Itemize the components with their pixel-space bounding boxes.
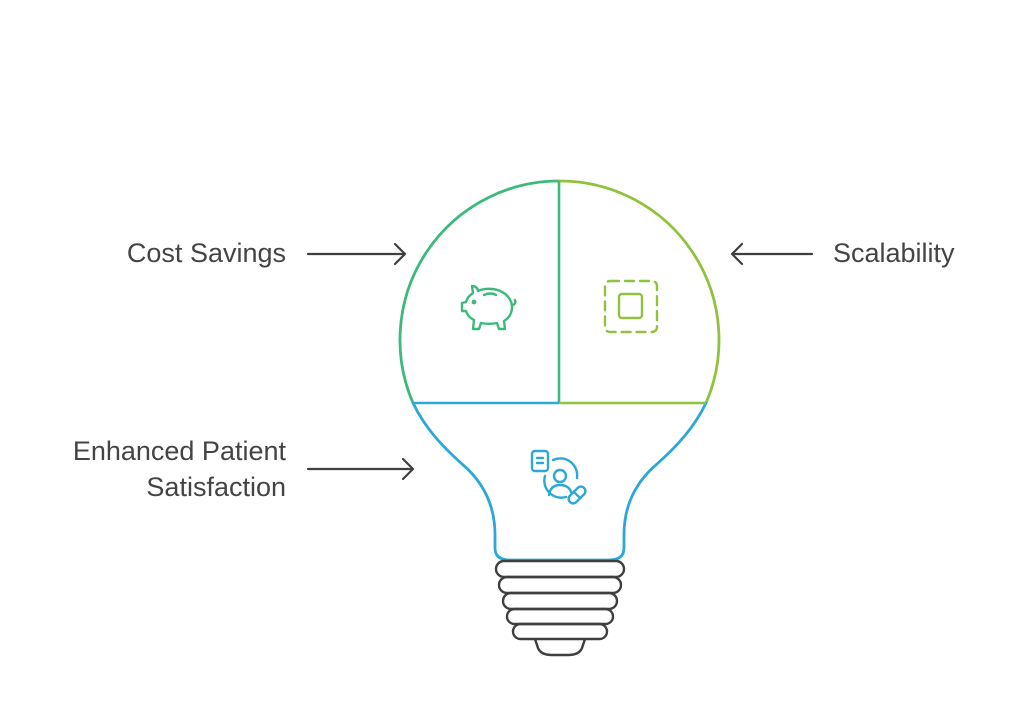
patient-satisfaction-label-line1: Enhanced Patient <box>72 436 286 466</box>
cost-savings-arrow <box>306 242 407 266</box>
cost-savings-label: Cost Savings <box>126 238 286 268</box>
patient-satisfaction-label: Enhanced Patient Satisfaction <box>73 433 286 505</box>
patient-satisfaction-arrow <box>306 457 415 481</box>
piggy-bank-icon <box>460 284 517 331</box>
patient-care-icon <box>530 449 587 505</box>
cost-savings-segment <box>398 179 561 405</box>
scalability-label: Scalability <box>833 238 955 268</box>
scale-frame-icon <box>603 279 659 334</box>
bulb-base <box>494 559 626 657</box>
patient-satisfaction-label-line2: Satisfaction <box>146 472 286 502</box>
scalability-segment <box>557 179 721 405</box>
scalability-arrow <box>730 242 814 266</box>
